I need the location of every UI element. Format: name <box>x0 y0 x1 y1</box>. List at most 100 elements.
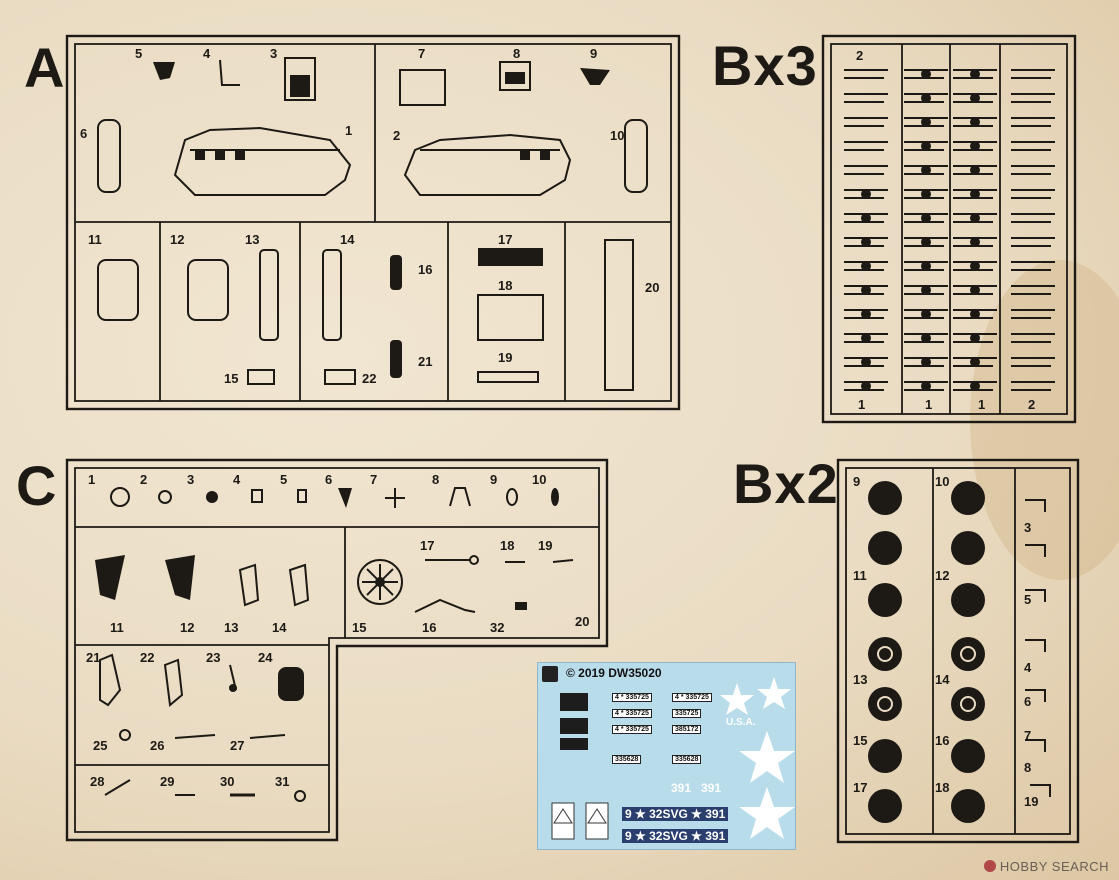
wheel-hub <box>960 696 976 712</box>
track-link <box>844 141 888 151</box>
part-number: 16 <box>935 733 949 748</box>
road-wheel <box>868 687 902 721</box>
part-number: 16 <box>418 262 432 277</box>
track-pin <box>921 285 931 295</box>
part-number: 1 <box>925 397 932 412</box>
hobby-search-logo-icon <box>983 860 996 872</box>
part-number: 1 <box>858 397 865 412</box>
part-number: 31 <box>275 774 289 789</box>
road-wheel <box>951 687 985 721</box>
track-pin <box>970 309 980 319</box>
sprue-label-c: C <box>16 454 58 517</box>
small-part <box>1025 589 1046 602</box>
track-pin <box>970 261 980 271</box>
part-number: 9 <box>590 46 597 61</box>
small-part <box>1030 784 1051 797</box>
watermark-text: HOBBY SEARCH <box>999 859 1109 874</box>
sprue-label-a: A <box>24 36 66 99</box>
small-part <box>1025 639 1046 652</box>
road-wheel <box>951 531 985 565</box>
part-number: 13 <box>853 672 867 687</box>
paper-stain <box>970 260 1119 580</box>
track-pin <box>970 285 980 295</box>
part-number: 20 <box>645 280 659 295</box>
track-pin <box>970 165 980 175</box>
part-number: 11 <box>853 568 867 583</box>
part-number: 14 <box>935 672 950 687</box>
part-number: 10 <box>935 474 949 489</box>
part-number: 17 <box>853 780 867 795</box>
road-wheel <box>868 739 902 773</box>
track-pin <box>861 189 871 199</box>
part-number: 8 <box>1024 760 1031 775</box>
track-pin <box>970 117 980 127</box>
usa-text: U.S.A. <box>726 717 756 728</box>
track-pin <box>970 189 980 199</box>
part-number: 17 <box>420 538 434 553</box>
hull-part-a1 <box>173 126 352 196</box>
part-number: 1 <box>345 123 352 138</box>
part-number: 25 <box>93 738 107 753</box>
part-number: 3 <box>1024 520 1031 535</box>
track-link <box>1011 213 1055 223</box>
sprue-c <box>65 458 609 842</box>
part-number: 4 <box>203 46 211 61</box>
trailer-badge-icon <box>551 802 609 840</box>
track-pin <box>970 93 980 103</box>
track-pin <box>970 381 980 391</box>
track-link <box>1011 237 1055 247</box>
track-link <box>844 69 888 79</box>
part-number: 12 <box>935 568 949 583</box>
part-number: 1 <box>978 397 985 412</box>
part-number: 7 <box>418 46 425 61</box>
part-number: 28 <box>90 774 104 789</box>
license-plate: 4 * 335725 <box>672 693 712 702</box>
part-number: 15 <box>352 620 366 635</box>
tactical-code-a: 9 ★ 32SVG ★ 391 <box>622 807 729 821</box>
part-number: 4 <box>233 472 241 487</box>
part-number: 2 <box>393 128 400 143</box>
large-star-icon <box>739 731 795 839</box>
track-link <box>1011 285 1055 295</box>
decal-number-1: 391 <box>671 781 692 795</box>
part-number: 18 <box>500 538 514 553</box>
track-pin <box>921 69 931 79</box>
track-pin <box>861 285 871 295</box>
watermark: HOBBY SEARCH <box>983 859 1109 874</box>
part-number: 13 <box>224 620 238 635</box>
track-link <box>1011 141 1055 151</box>
road-wheel <box>951 583 985 617</box>
decal-blocks <box>560 693 588 750</box>
track-pin <box>921 165 931 175</box>
sprue-b3 <box>821 34 1077 424</box>
part-number: 3 <box>270 46 277 61</box>
part-number: 16 <box>422 620 436 635</box>
license-plate: 335628 <box>612 755 642 764</box>
part-number: 22 <box>362 371 376 386</box>
part-number: 2 <box>856 48 863 63</box>
road-wheel <box>868 583 902 617</box>
track-pin <box>970 333 980 343</box>
part-number: 18 <box>935 780 949 795</box>
license-plate: 385172 <box>672 725 702 734</box>
small-part <box>1025 739 1046 752</box>
part-number: 8 <box>513 46 520 61</box>
part-number: 19 <box>1024 794 1038 809</box>
hull-part-a2 <box>403 133 572 196</box>
track-pin <box>861 237 871 247</box>
track-pin <box>921 213 931 223</box>
part-number: 7 <box>370 472 377 487</box>
part-number: 8 <box>432 472 439 487</box>
track-pin <box>861 333 871 343</box>
track-pin <box>921 93 931 103</box>
part-number: 14 <box>340 232 355 247</box>
track-pin <box>970 357 980 367</box>
track-pin <box>861 381 871 391</box>
track-link <box>1011 261 1055 271</box>
part-number: 3 <box>187 472 194 487</box>
track-pin <box>861 213 871 223</box>
track-pin <box>921 261 931 271</box>
